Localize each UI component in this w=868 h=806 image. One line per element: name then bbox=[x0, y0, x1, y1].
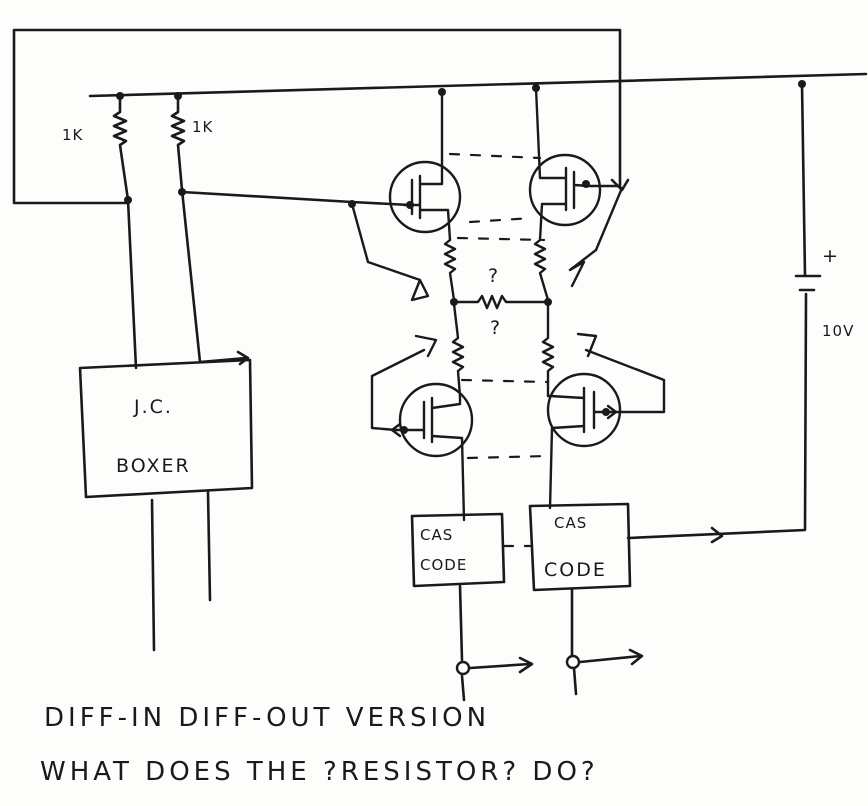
cascode-right-line1: CAS bbox=[554, 514, 587, 532]
right-chain-resistor-top bbox=[533, 238, 550, 302]
cascode-box-left bbox=[410, 512, 506, 588]
trim-arrow-bottom-right bbox=[576, 332, 666, 414]
question-mark-bottom: ? bbox=[490, 317, 502, 339]
fet-bottom-right-terminals bbox=[546, 386, 622, 510]
right-gate-wire bbox=[610, 70, 630, 192]
resistor-label-left: 1K bbox=[62, 126, 84, 144]
boxer-bottom-lines bbox=[150, 490, 212, 652]
boxer-label-bottom: BOXER bbox=[116, 455, 191, 477]
caption-line-2: WHAT DOES THE ?RESISTOR? DO? bbox=[40, 757, 599, 787]
top-rail bbox=[88, 72, 868, 98]
resistor-matching-dash bbox=[456, 236, 550, 384]
trim-arrow-top-right bbox=[568, 186, 624, 288]
cascode-right-line2: CODE bbox=[544, 559, 607, 581]
outer-loop-wire bbox=[12, 28, 622, 205]
battery-arrow bbox=[710, 526, 724, 544]
fet-top-left-terminals bbox=[402, 94, 452, 242]
cascode-left-line2: CODE bbox=[420, 556, 467, 574]
fet-top-right bbox=[528, 153, 602, 227]
matched-pair-bottom bbox=[466, 454, 550, 460]
resistor-label-right: 1K bbox=[192, 118, 214, 136]
trim-arrow-bottom-left bbox=[370, 334, 438, 432]
output-terminal-left bbox=[455, 660, 471, 676]
battery-plus: + bbox=[822, 245, 840, 267]
cascode-left-line1: CAS bbox=[420, 526, 453, 544]
left-input-lines bbox=[112, 94, 202, 370]
fet-bottom-left-terminals bbox=[392, 394, 466, 522]
question-mark-top: ? bbox=[488, 265, 500, 287]
battery-wires bbox=[626, 82, 822, 540]
matched-pair-top bbox=[448, 152, 542, 224]
boxer-output-arrow bbox=[198, 350, 250, 366]
left-chain-resistor-bottom bbox=[451, 302, 465, 398]
fet-top-right-terminals bbox=[534, 86, 622, 242]
trim-arrow-top-left bbox=[350, 202, 430, 302]
right-chain-resistor-bottom bbox=[541, 302, 555, 398]
fet-bottom-left-arrow bbox=[390, 422, 402, 438]
output-terminal-right bbox=[565, 654, 581, 670]
junction-dots bbox=[116, 80, 806, 434]
output-wires bbox=[458, 584, 644, 702]
fet-top-left bbox=[388, 160, 462, 234]
question-resistor bbox=[454, 294, 552, 310]
cascode-box-right bbox=[528, 502, 632, 592]
fet-bottom-right-arrow bbox=[606, 404, 618, 420]
caption-line-1: DIFF-IN DIFF-OUT VERSION bbox=[44, 703, 490, 733]
gate-drive-wire bbox=[180, 190, 412, 207]
fet-bottom-left bbox=[398, 382, 474, 458]
left-chain-resistor-top bbox=[443, 238, 457, 302]
boxer-label-top: J.C. bbox=[133, 396, 173, 418]
battery-value: 10V bbox=[822, 322, 854, 340]
fet-bottom-right bbox=[546, 372, 622, 448]
jc-boxer-box bbox=[78, 358, 254, 499]
